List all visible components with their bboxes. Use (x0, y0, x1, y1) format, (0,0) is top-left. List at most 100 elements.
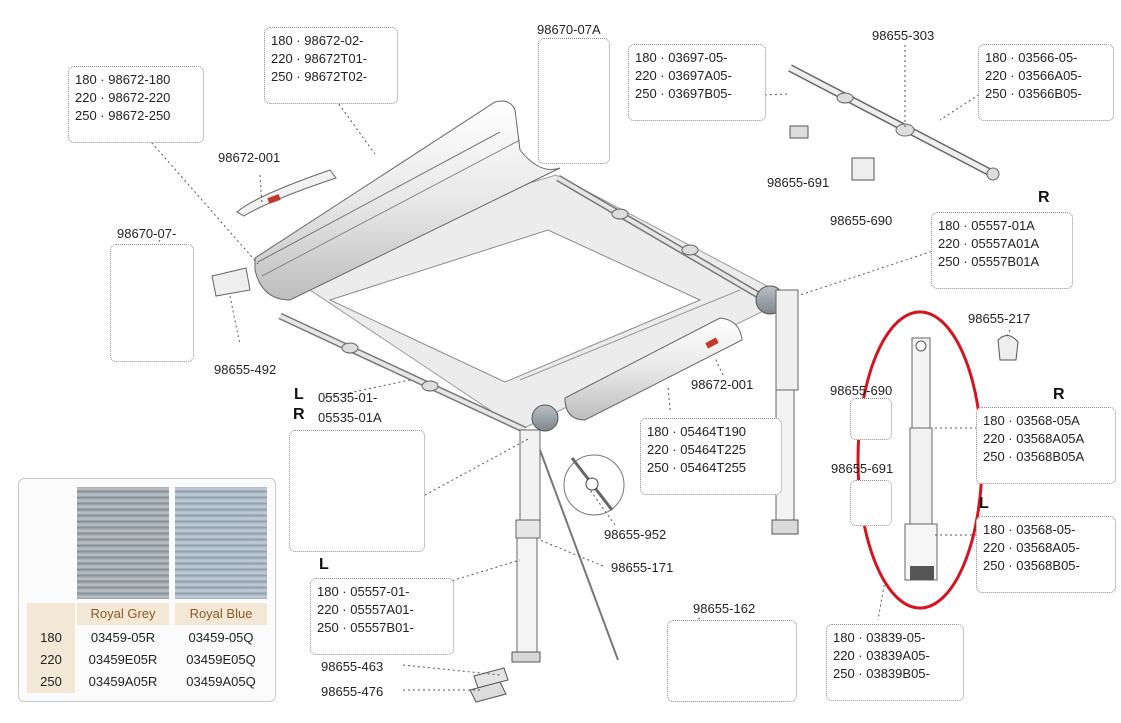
left-leg-assembly (511, 404, 619, 663)
box-row: 220 · 98672T01- (271, 51, 368, 66)
front-roller-tube (564, 317, 743, 421)
legend-header-grey: Royal Grey (90, 606, 156, 621)
box-row: 180 · 03839-05- (833, 630, 926, 645)
part-label-98672-001-mid: 98672-001 (691, 377, 754, 392)
part-label-98670-07: 98670-07- (117, 226, 177, 241)
part-box-03568-right: 180 · 03568-05A 220 · 03568A05A 250 · 03… (976, 407, 1116, 484)
legend-size-col-bg (27, 625, 75, 693)
legend-blue-code: 03459A05Q (186, 674, 256, 689)
detail-circle-98655-952 (563, 454, 625, 516)
part-label-98655-171: 98655-171 (611, 560, 674, 575)
upper-right-arm (556, 174, 762, 300)
part-label-98655-492: 98655-492 (214, 362, 277, 377)
box-row: 250 · 03839B05- (833, 666, 930, 681)
box-row: 220 · 05464T225 (647, 442, 747, 457)
part-label-98672-001-top: 98672-001 (218, 150, 281, 165)
box-row: 250 · 98672T02- (271, 69, 368, 84)
detail-box-98655-691 (850, 480, 892, 526)
legend-header-bg (175, 603, 267, 625)
side-mark-left-leg: L (979, 495, 989, 512)
part-label-98670-07A: 98670-07A (537, 22, 601, 37)
part-label-98655-691-right: 98655-691 (831, 461, 894, 476)
clips-top (789, 125, 875, 181)
part-box-05557-left: 180 · 05557-01- 220 · 05557A01- 250 · 05… (310, 578, 454, 655)
roller-casing (254, 100, 561, 301)
cover-98672-001-top (236, 169, 337, 217)
side-mark-left: L (294, 386, 304, 403)
box-row: 180 · 03697-05- (635, 50, 728, 65)
part-box-03566: 180 · 03566-05- 220 · 03566A05- 250 · 03… (978, 44, 1114, 121)
box-row: 180 · 03568-05- (983, 522, 1076, 537)
part-box-03839: 180 · 03839-05- 220 · 03839A05- 250 · 03… (826, 624, 964, 701)
side-mark-left-bottom: L (319, 556, 329, 573)
detail-box-05535 (289, 430, 425, 552)
legend-corner (27, 603, 75, 625)
box-row: 180 · 05557-01- (317, 584, 410, 599)
box-row: 250 · 05557B01- (317, 620, 414, 635)
part-box-98672-180: 180 · 98672-180 220 · 98672-220 250 · 98… (68, 66, 204, 143)
part-label-98655-691-top: 98655-691 (767, 175, 830, 190)
box-row: 250 · 03697B05- (635, 86, 732, 101)
swatch-royal-grey (77, 487, 169, 599)
box-row: 250 · 03566B05- (985, 86, 1082, 101)
box-row: 180 · 05464T190 (647, 424, 747, 439)
box-row: 250 · 03568B05- (983, 558, 1080, 573)
box-row: 220 · 98672-220 (75, 90, 171, 105)
legend-grey-code: 03459A05R (88, 674, 158, 689)
part-box-98672-02: 180 · 98672-02- 220 · 98672T01- 250 · 98… (264, 27, 398, 104)
box-row: 180 · 03566-05- (985, 50, 1078, 65)
part-label-98655-162: 98655-162 (693, 601, 756, 616)
part-box-05557-right: 180 · 05557-01A 220 · 05557A01A 250 · 05… (931, 212, 1073, 289)
legend-blue-code: 03459-05Q (188, 630, 254, 645)
box-row: 180 · 03568-05A (983, 413, 1080, 428)
part-label-05535-01A: 05535-01A (318, 410, 382, 425)
bracket-98655-217 (997, 335, 1019, 361)
legend-header-blue: Royal Blue (189, 606, 253, 621)
side-mark-right-leg: R (1053, 386, 1065, 403)
swatch-royal-blue (175, 487, 267, 599)
part-box-05464: 180 · 05464T190 220 · 05464T225 250 · 05… (640, 418, 782, 495)
part-label-98655-690-right: 98655-690 (830, 383, 893, 398)
detail-box-98655-690 (850, 398, 892, 440)
box-row: 220 · 05557A01- (317, 602, 414, 617)
part-label-98655-217: 98655-217 (968, 311, 1031, 326)
base-plates (469, 667, 509, 703)
legend-size: 220 (40, 652, 62, 667)
box-row: 220 · 03568A05- (983, 540, 1080, 555)
box-row: 250 · 98672-250 (75, 108, 171, 123)
part-label-98655-476: 98655-476 (321, 684, 384, 699)
part-label-98655-952: 98655-952 (604, 527, 667, 542)
box-row: 180 · 98672-180 (75, 72, 171, 87)
legend-grey-code: 03459E05R (88, 652, 158, 667)
box-row: 180 · 05557-01A (938, 218, 1035, 233)
part-label-98655-690-top: 98655-690 (830, 213, 893, 228)
legend-size: 180 (40, 630, 62, 645)
fabric-legend: Royal Grey Royal Blue 180 03459-05R 0345… (18, 478, 276, 702)
legend-size: 250 (40, 674, 62, 689)
box-row: 220 · 03839A05- (833, 648, 930, 663)
box-row: 220 · 03566A05- (985, 68, 1082, 83)
side-mark-right-top: R (1038, 189, 1050, 206)
box-row: 220 · 03568A05A (983, 431, 1085, 446)
legend-blue-code: 03459E05Q (186, 652, 256, 667)
legend-grey-code: 03459-05R (90, 630, 156, 645)
detail-box-98655-162 (667, 620, 797, 702)
right-leg-assembly (755, 285, 799, 535)
part-label-05535-01: 05535-01- (318, 390, 378, 405)
box-row: 220 · 05557A01A (938, 236, 1040, 251)
part-label-98655-303: 98655-303 (872, 28, 935, 43)
box-row: 220 · 03697A05- (635, 68, 732, 83)
bracket-98655-492 (211, 267, 251, 297)
rafter-arm-98655-303 (788, 64, 1000, 181)
part-box-03568-left: 180 · 03568-05- 220 · 03568A05- 250 · 03… (976, 516, 1116, 593)
box-row: 180 · 98672-02- (271, 33, 364, 48)
part-box-03697: 180 · 03697-05- 220 · 03697A05- 250 · 03… (628, 44, 766, 121)
lower-left-arm (278, 312, 527, 434)
support-leg-detail (904, 337, 938, 581)
detail-box-98670-07A (538, 38, 610, 164)
box-row: 250 · 05464T255 (647, 460, 747, 475)
box-row: 250 · 05557B01A (938, 254, 1040, 269)
part-label-98655-463: 98655-463 (321, 659, 384, 674)
detail-box-98670-07 (110, 244, 194, 362)
side-mark-right: R (293, 406, 305, 423)
